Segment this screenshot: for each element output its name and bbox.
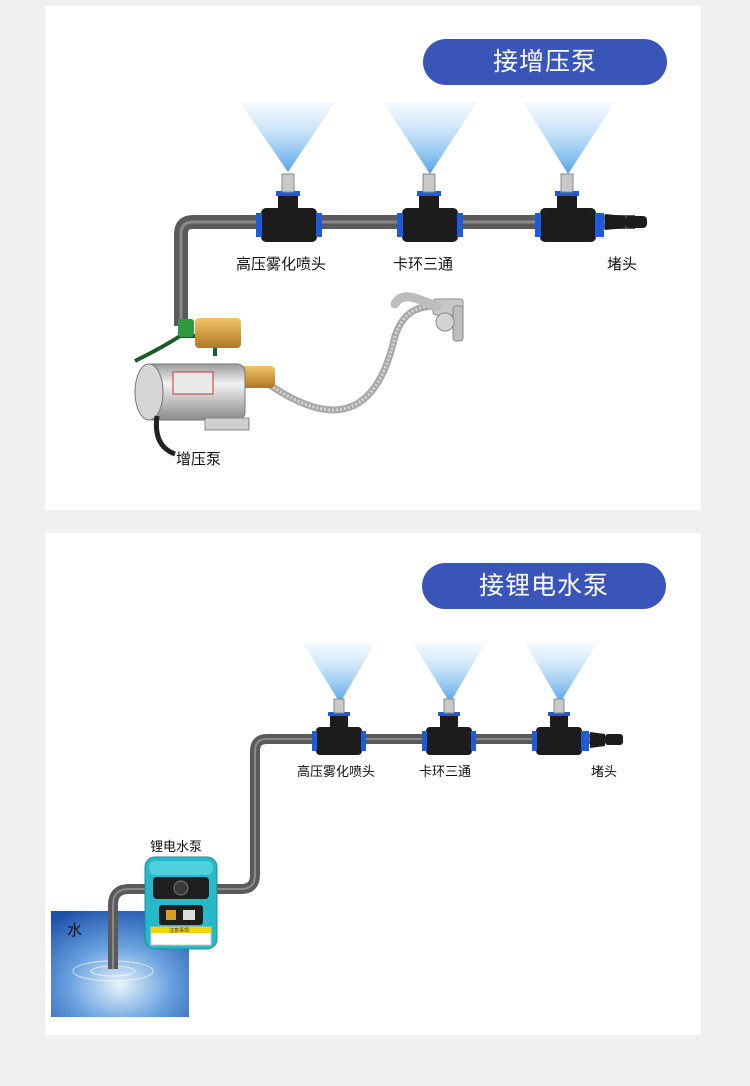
flex-hose xyxy=(257,302,441,414)
end-plug xyxy=(584,731,623,751)
tee-fitting xyxy=(532,698,586,755)
end-plug xyxy=(598,213,647,237)
lithium-pump xyxy=(144,856,218,950)
spray-cone xyxy=(525,643,597,703)
tee-label: 卡环三通 xyxy=(393,255,454,273)
pump-label: 增压泵 xyxy=(176,450,222,468)
tee-fitting xyxy=(422,698,476,755)
faucet xyxy=(390,292,464,342)
section-title: 接锂电水泵 xyxy=(422,563,666,609)
spray-cone xyxy=(413,643,485,703)
plug-label: 堵头 xyxy=(607,255,638,273)
panel-lithium-pump: 接锂电水泵 高压雾化喷头 卡环三通 堵头 锂电水泵 水 注意事项 xyxy=(45,533,701,1035)
spray-cone xyxy=(240,102,335,172)
tee-label: 卡环三通 xyxy=(419,765,472,780)
tee-fitting xyxy=(397,173,463,242)
spray-cone xyxy=(303,643,375,703)
plug-label: 堵头 xyxy=(591,765,618,780)
pump-label: 锂电水泵 xyxy=(150,840,203,855)
water-label: 水 xyxy=(67,921,83,939)
booster-pump-diagram xyxy=(134,102,647,457)
lithium-pump-diagram xyxy=(51,643,623,1017)
booster-pump xyxy=(134,318,275,457)
tee-fitting xyxy=(535,173,601,242)
spray-cone xyxy=(523,102,615,174)
device-warning-text: 注意事项 xyxy=(169,928,190,934)
nozzle-label: 高压雾化喷头 xyxy=(297,765,376,780)
spray-cone xyxy=(383,102,477,174)
tee-fitting xyxy=(256,173,322,242)
tee-fitting xyxy=(312,698,366,755)
section-title: 接增压泵 xyxy=(423,39,667,85)
nozzle-label: 高压雾化喷头 xyxy=(236,255,327,273)
panel-booster-pump: 接增压泵 高压雾化喷头 卡环三通 堵头 增压泵 xyxy=(45,6,701,510)
